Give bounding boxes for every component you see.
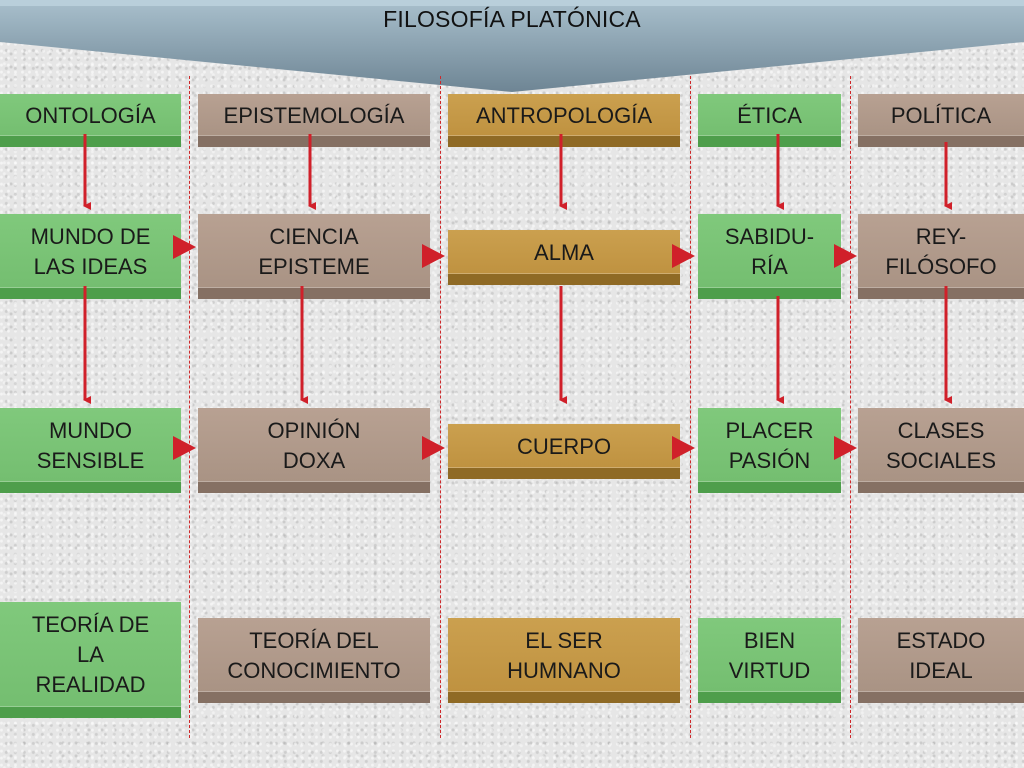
node-text: OPINIÓN: [267, 417, 361, 443]
footer-text: ESTADO: [896, 627, 986, 653]
node-text: ALMA: [534, 239, 594, 265]
column-divider: [690, 76, 691, 738]
node-text: CUERPO: [516, 433, 612, 459]
header-label: ÉTICA: [737, 102, 802, 128]
node-clases-sociales: CLASES SOCIALES: [858, 408, 1024, 493]
node-text: LAS IDEAS: [33, 253, 148, 279]
header-ontologia: ONTOLOGÍA: [0, 94, 181, 147]
footer-text: REALIDAD: [35, 672, 146, 697]
node-text: SENSIBLE: [36, 447, 145, 473]
node-ciencia-episteme: CIENCIA EPISTEME: [198, 214, 430, 299]
column-divider: [189, 76, 190, 738]
footer-el-ser-humnano: EL SER HUMNANO: [448, 618, 680, 703]
node-mundo-de-las-ideas: MUNDO DE LAS IDEAS: [0, 214, 181, 299]
node-text: REY-: [915, 223, 967, 249]
node-opinion-doxa: OPINIÓN DOXA: [198, 408, 430, 493]
node-text: MUNDO DE: [30, 223, 151, 249]
node-text: SOCIALES: [885, 447, 997, 473]
footer-text: EL SER: [525, 627, 603, 653]
node-cuerpo: CUERPO: [448, 424, 680, 479]
footer-estado-ideal: ESTADO IDEAL: [858, 618, 1024, 703]
footer-text: VIRTUD: [728, 657, 811, 683]
title-banner: [0, 0, 1024, 92]
footer-text: IDEAL: [909, 657, 973, 683]
node-text: PLACER: [725, 417, 814, 443]
header-label: ANTROPOLOGÍA: [475, 102, 653, 128]
node-text: PASIÓN: [728, 447, 811, 473]
node-placer-pasion: PLACER PASIÓN: [698, 408, 841, 493]
column-divider: [440, 76, 441, 738]
footer-teoria-del-conocimiento: TEORÍA DEL CONOCIMIENTO: [198, 618, 430, 703]
node-text: FILÓSOFO: [885, 253, 997, 279]
node-text: MUNDO: [48, 417, 133, 443]
node-text: SABIDU-: [724, 223, 815, 249]
node-text: CLASES: [897, 417, 985, 443]
header-etica: ÉTICA: [698, 94, 841, 147]
column-divider: [850, 76, 851, 738]
footer-text: HUMNANO: [507, 657, 621, 683]
footer-text: BIEN: [743, 627, 796, 653]
node-text: CIENCIA: [269, 223, 359, 249]
node-text: DOXA: [282, 447, 346, 473]
header-politica: POLÍTICA: [858, 94, 1024, 147]
footer-text: TEORÍA DE: [31, 612, 150, 637]
node-alma: ALMA: [448, 230, 680, 285]
footer-text: TEORÍA DEL: [249, 627, 379, 653]
header-label: EPISTEMOLOGÍA: [223, 102, 405, 128]
node-text: RÍA: [751, 253, 788, 279]
header-label: POLÍTICA: [890, 102, 992, 128]
node-mundo-sensible: MUNDO SENSIBLE: [0, 408, 181, 493]
footer-text: LA: [77, 642, 104, 667]
header-epistemologia: EPISTEMOLOGÍA: [198, 94, 430, 147]
node-text: EPISTEME: [258, 253, 370, 279]
header-antropologia: ANTROPOLOGÍA: [448, 94, 680, 147]
node-sabiduria: SABIDU- RÍA: [698, 214, 841, 299]
node-rey-filosofo: REY- FILÓSOFO: [858, 214, 1024, 299]
footer-teoria-de-la-realidad: TEORÍA DE LA REALIDAD: [0, 602, 181, 718]
footer-bien-virtud: BIEN VIRTUD: [698, 618, 841, 703]
footer-text: CONOCIMIENTO: [227, 657, 401, 683]
header-label: ONTOLOGÍA: [25, 102, 156, 128]
diagram-title: FILOSOFÍA PLATÓNICA: [383, 6, 641, 32]
